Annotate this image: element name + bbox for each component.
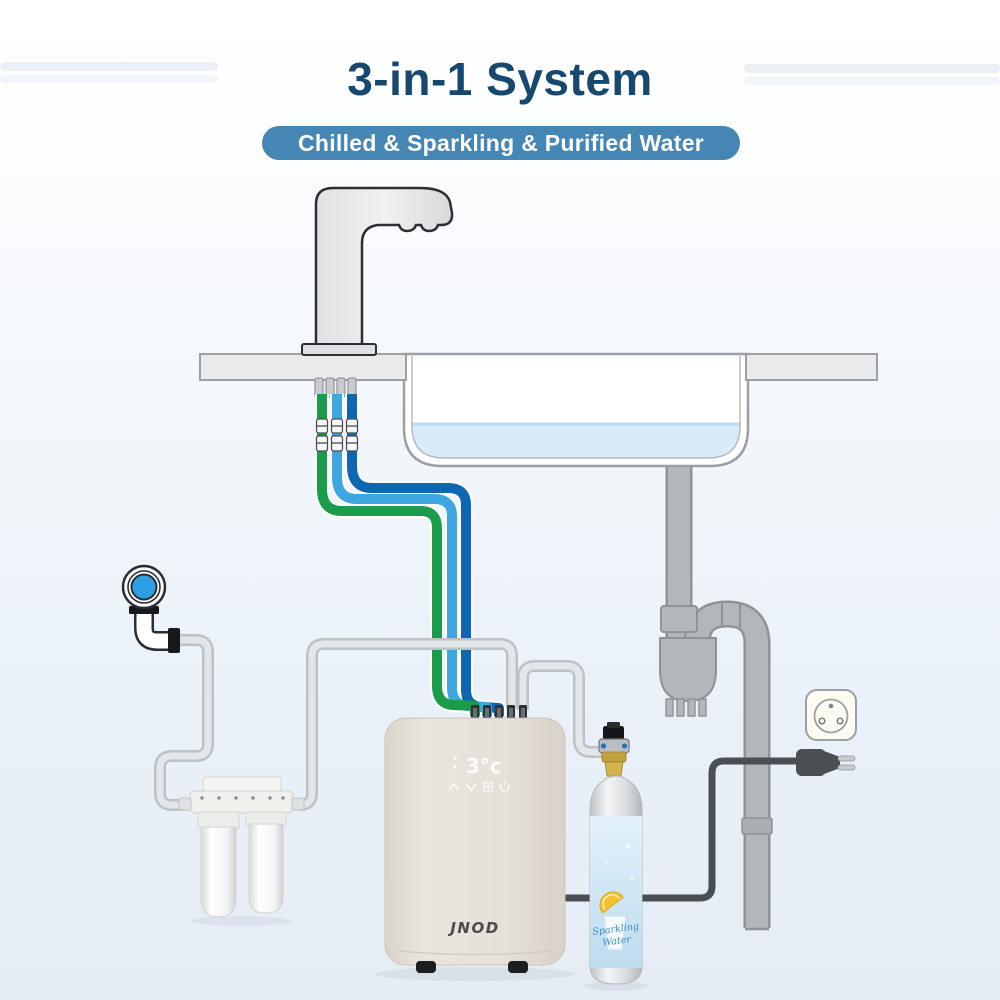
valve-flange: [168, 628, 180, 653]
filter-manifold: [189, 790, 294, 814]
banner-label: Chilled & Sparkling & Purified Water: [297, 129, 705, 156]
standpipe-coupling: [741, 817, 773, 835]
menu-grid-icon[interactable]: [483, 781, 494, 792]
power-icon[interactable]: [499, 780, 510, 792]
up-arrow-icon[interactable]: [448, 782, 460, 791]
sink: [402, 352, 750, 468]
unit-foot-right: [508, 961, 528, 973]
plug-pin-top: [837, 755, 856, 762]
sink-inner-wall: [411, 354, 741, 459]
filter-bracket: [202, 776, 282, 793]
countertop: [199, 353, 878, 381]
top-left-band: [0, 62, 218, 71]
outlet-ground-pin: [828, 703, 834, 709]
outlet-hole-right: [836, 717, 844, 725]
unit-display: 3°c: [453, 754, 502, 778]
manifold-screws: [200, 796, 285, 800]
connector-column-lightblue: [330, 418, 344, 452]
unit-bottom-seam: [397, 950, 553, 956]
p-trap-ribbed-end: [665, 698, 707, 717]
top-right-band-2: [744, 77, 1000, 85]
supply-tube-valve-to-filter: [154, 634, 214, 811]
filter-canister-right: [245, 811, 287, 914]
glass-graphic: [603, 915, 627, 951]
shutoff-valve: [121, 564, 180, 653]
cylinder-valve-cap: [603, 726, 624, 740]
cylinder-label-line2: Water: [602, 934, 633, 949]
outlet-hole-left: [818, 717, 826, 725]
cylinder-label: Sparkling Water: [590, 816, 642, 968]
top-right-band: [744, 64, 1000, 73]
tube-quick-connectors: [315, 418, 359, 452]
power-plug: [796, 749, 856, 776]
faucet-base: [301, 343, 377, 356]
drain-coupling: [660, 605, 698, 633]
power-cord: [563, 757, 800, 902]
sink-water: [412, 424, 740, 458]
banner-pill: Chilled & Sparkling & Purified Water: [262, 126, 740, 160]
drain-piping: [659, 464, 773, 931]
power-outlet: [805, 689, 857, 741]
counter-left-slab: [199, 353, 407, 381]
unit-foot-left: [416, 961, 436, 973]
page-title: 3-in-1 System: [347, 53, 653, 105]
p-trap-bulb: [659, 637, 717, 702]
faucet-body: [314, 186, 454, 347]
valve-knob[interactable]: [121, 564, 167, 610]
top-left-band-2: [0, 75, 218, 83]
faucet: [301, 186, 454, 356]
valve-collar: [129, 606, 159, 614]
gray-tubing: [154, 634, 604, 811]
cylinder-brass-valve: [601, 751, 627, 777]
co2-cylinder: Sparkling Water: [589, 722, 643, 985]
power-cord-assembly: [563, 749, 856, 902]
plug-pin-bottom: [837, 764, 856, 771]
water-filter-unit: [178, 776, 305, 918]
unit-top-connectors: [471, 705, 527, 720]
connector-column-green: [315, 418, 329, 452]
filter-port-left: [178, 797, 192, 811]
cylinder-regulator: [598, 738, 630, 754]
tube-green: [317, 394, 480, 716]
dispenser-unit: 3°c JNOD: [384, 705, 566, 973]
connector-column-darkblue: [345, 418, 359, 452]
lemon-wedge: [599, 891, 624, 914]
down-arrow-icon[interactable]: [465, 783, 477, 792]
filter-canister-left: [197, 811, 240, 918]
counter-right-slab: [745, 353, 878, 381]
brand-logo: JNOD: [447, 919, 499, 937]
filter-port-right: [291, 797, 305, 811]
counter-fittings: [314, 377, 357, 398]
unit-controls: [448, 780, 510, 792]
water-tubes: [315, 394, 506, 716]
unit-body: [384, 717, 566, 966]
